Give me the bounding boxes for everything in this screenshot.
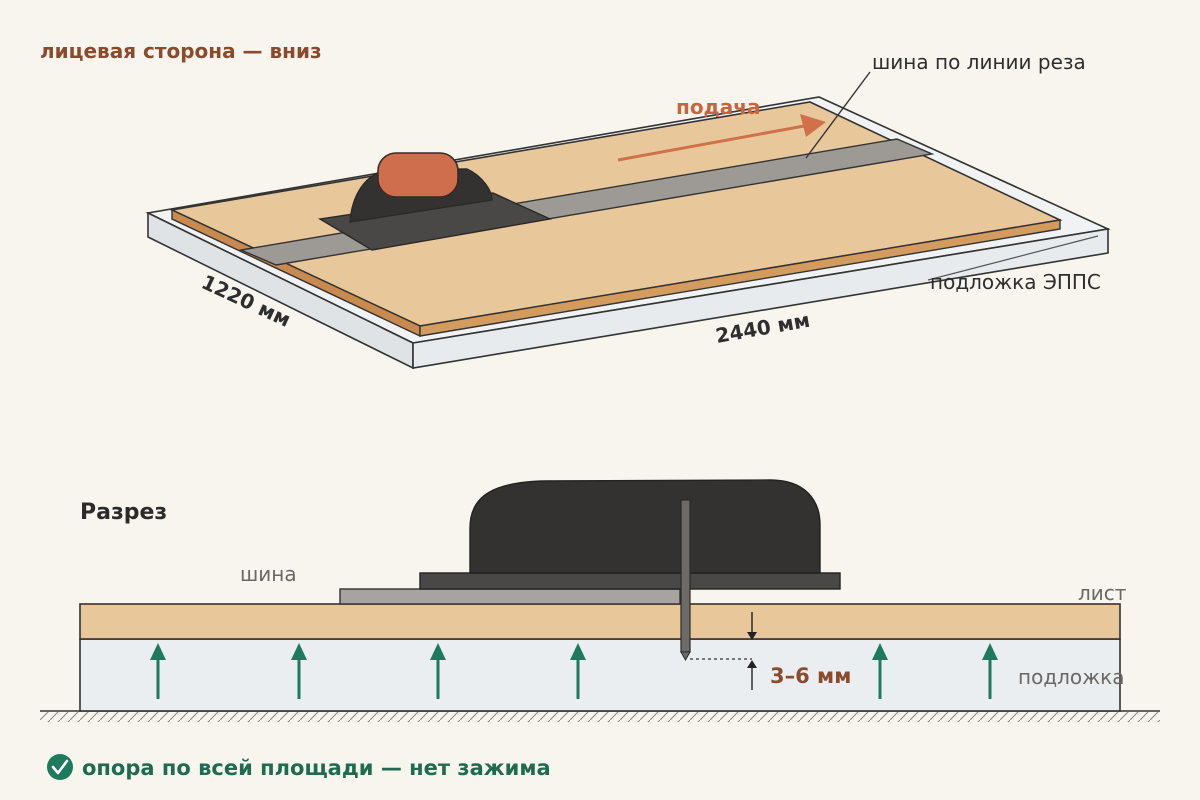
section-title: Разрез: [80, 500, 167, 525]
support-arrows: [150, 643, 998, 699]
depth-label: 3–6 мм: [770, 664, 851, 688]
section-rail: [339, 588, 681, 605]
saw-blade: [680, 499, 691, 662]
depth-dimension: [690, 612, 757, 690]
saw-tool: [317, 152, 553, 251]
rail-leader-line: [805, 71, 871, 159]
ground: [40, 710, 1160, 722]
footer-note: опора по всей площади — нет зажима: [47, 754, 551, 780]
check-circle-icon: [47, 754, 73, 780]
section-rail-label: шина: [240, 562, 297, 586]
section-sheet: [79, 603, 1121, 640]
underlay-label: подложка ЭППС: [930, 270, 1101, 294]
rail-label: шина по линии реза: [872, 50, 1086, 74]
support-arrow: [291, 643, 307, 699]
support-arrow: [150, 643, 166, 699]
section-underlay: [79, 638, 1121, 712]
feed-arrow: [617, 114, 826, 162]
section-saw-base: [419, 572, 841, 590]
feed-label: подача: [676, 95, 760, 119]
section-saw-body: [469, 479, 821, 574]
iso-view: лицевая сторона — вниз шина по линии рез…: [40, 39, 1111, 370]
support-arrow: [570, 643, 586, 699]
support-arrow: [872, 643, 888, 699]
section-sheet-label: лист: [1078, 581, 1127, 605]
support-arrow: [430, 643, 446, 699]
underlay-leader-line: [927, 235, 1099, 281]
support-arrow: [982, 643, 998, 699]
face-down-label: лицевая сторона — вниз: [40, 39, 322, 63]
section-view: Разрез: [40, 479, 1160, 722]
footer-note-text: опора по всей площади — нет зажима: [82, 756, 551, 780]
section-underlay-label: подложка: [1018, 665, 1125, 689]
